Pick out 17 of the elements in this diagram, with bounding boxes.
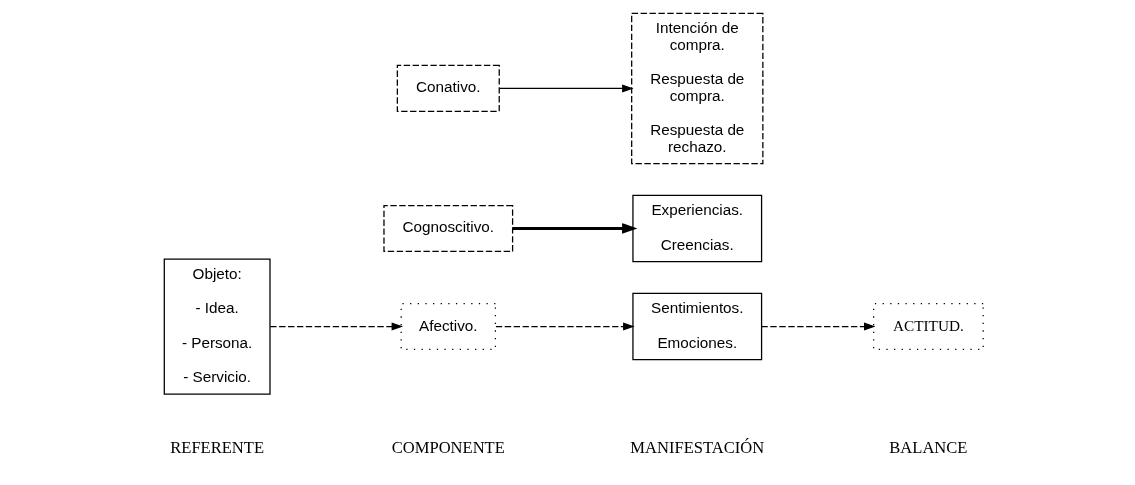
label: COMPONENTE: [391, 438, 505, 458]
node-box: Conativo.: [396, 64, 500, 112]
node-box: Cognoscitivo.: [382, 204, 513, 253]
arrow: [494, 322, 635, 331]
arrow: [498, 84, 634, 93]
label: BALANCE: [888, 438, 967, 458]
node-box: Experiencias. Creencias.: [631, 194, 762, 263]
arrow: [760, 322, 875, 331]
node-box: ACTITUD.: [872, 303, 984, 351]
arrow: [512, 223, 637, 234]
node-box: Afectivo.: [400, 303, 496, 351]
arrow: [269, 322, 403, 331]
node-box: Sentimientos. Emociones.: [631, 292, 762, 361]
label: REFERENTE: [169, 438, 264, 458]
label: MANIFESTACIÓN: [629, 438, 764, 458]
node-box: Objeto: - Idea. - Persona. - Servicio.: [163, 258, 271, 395]
node-box: Intención de compra. Respuesta de compra. Respuesta de rechazo.: [630, 12, 763, 165]
